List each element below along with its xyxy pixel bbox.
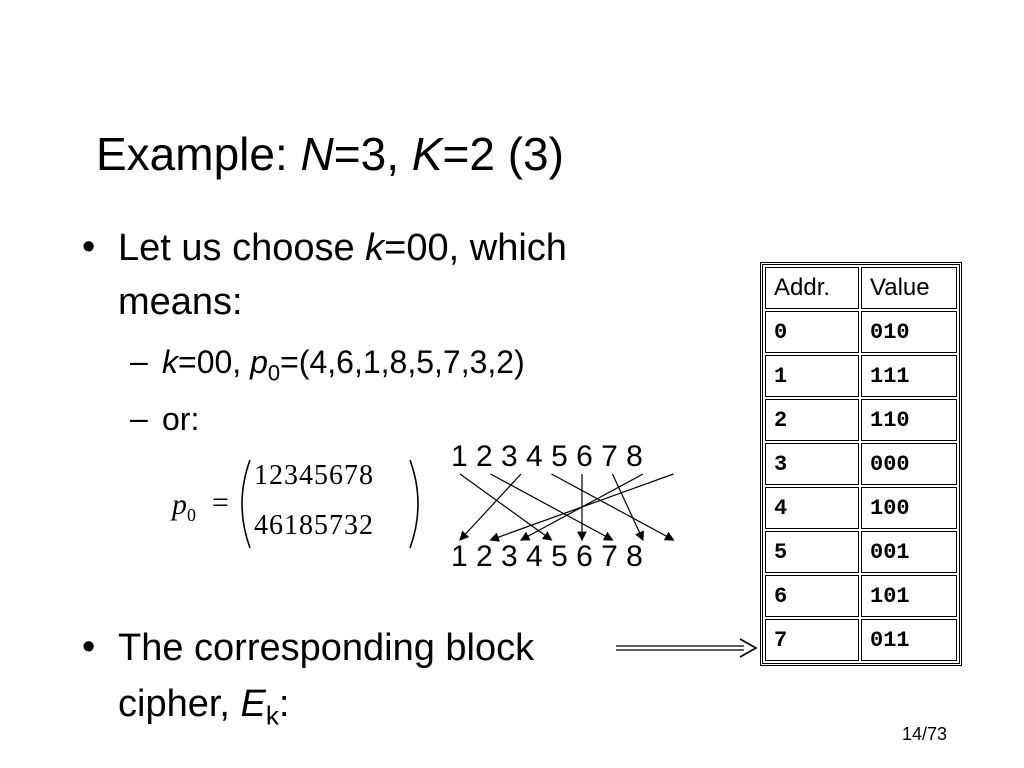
perm-arrow-2 [490, 473, 614, 541]
cell-value: 000 [861, 443, 957, 485]
matrix-equals: = [212, 486, 229, 519]
cell-addr: 4 [765, 487, 859, 529]
matrix-parentheses [241, 459, 419, 549]
sub-bullet-dash: – [130, 400, 148, 436]
table-header-row: Addr. Value [765, 267, 957, 309]
cell-value: 110 [861, 399, 957, 441]
bullet-text-line1: Let us choose k=00, which [118, 227, 567, 269]
matrix-row-top: 12345678 [254, 460, 374, 491]
bullet-text-line2: means: [118, 281, 243, 323]
slide-title: Example: N=3, K=2 (3) [96, 128, 564, 180]
header-value: Value [861, 267, 957, 309]
cell-value: 100 [861, 487, 957, 529]
perm-arrow-8 [489, 473, 674, 542]
perm-arrows [459, 473, 675, 542]
cell-addr: 3 [765, 443, 859, 485]
cell-addr: 0 [765, 311, 859, 353]
perm-bottom-row: 1 2 3 4 5 6 7 8 [451, 540, 643, 573]
cell-addr: 5 [765, 531, 859, 573]
cell-value: 101 [861, 575, 957, 617]
arrow-to-table [616, 638, 758, 658]
page-number: 14/73 [902, 724, 948, 744]
header-addr: Addr. [765, 267, 859, 309]
perm-arrow-3 [459, 473, 522, 541]
sub-bullet-dash: – [130, 343, 148, 379]
perm-arrow-6 [611, 473, 644, 542]
matrix-symbol: p0 [172, 488, 196, 525]
perm-top-row: 1 2 3 4 5 6 7 8 [451, 440, 643, 473]
cell-value: 011 [861, 619, 957, 661]
cell-addr: 7 [765, 619, 859, 661]
bullet-marker: • [82, 226, 96, 268]
cell-addr: 6 [765, 575, 859, 617]
matrix-row-bottom: 46185732 [254, 510, 374, 541]
bullet2-text-line1: The corresponding block [118, 627, 535, 669]
sub-bullet-or-text: or: [162, 401, 200, 437]
cell-addr: 1 [765, 355, 859, 397]
perm-arrow-1 [459, 473, 553, 541]
perm-arrow-4 [551, 473, 675, 541]
bullet2-text-line2: cipher, Ek: [118, 683, 290, 731]
cell-value: 001 [861, 531, 957, 573]
bullet-marker: • [82, 626, 96, 668]
cell-value: 111 [861, 355, 957, 397]
cell-addr: 2 [765, 399, 859, 441]
sub-bullet-key-text: k=00, p0=(4,6,1,8,5,7,3,2) [162, 344, 525, 386]
cell-value: 010 [861, 311, 957, 353]
